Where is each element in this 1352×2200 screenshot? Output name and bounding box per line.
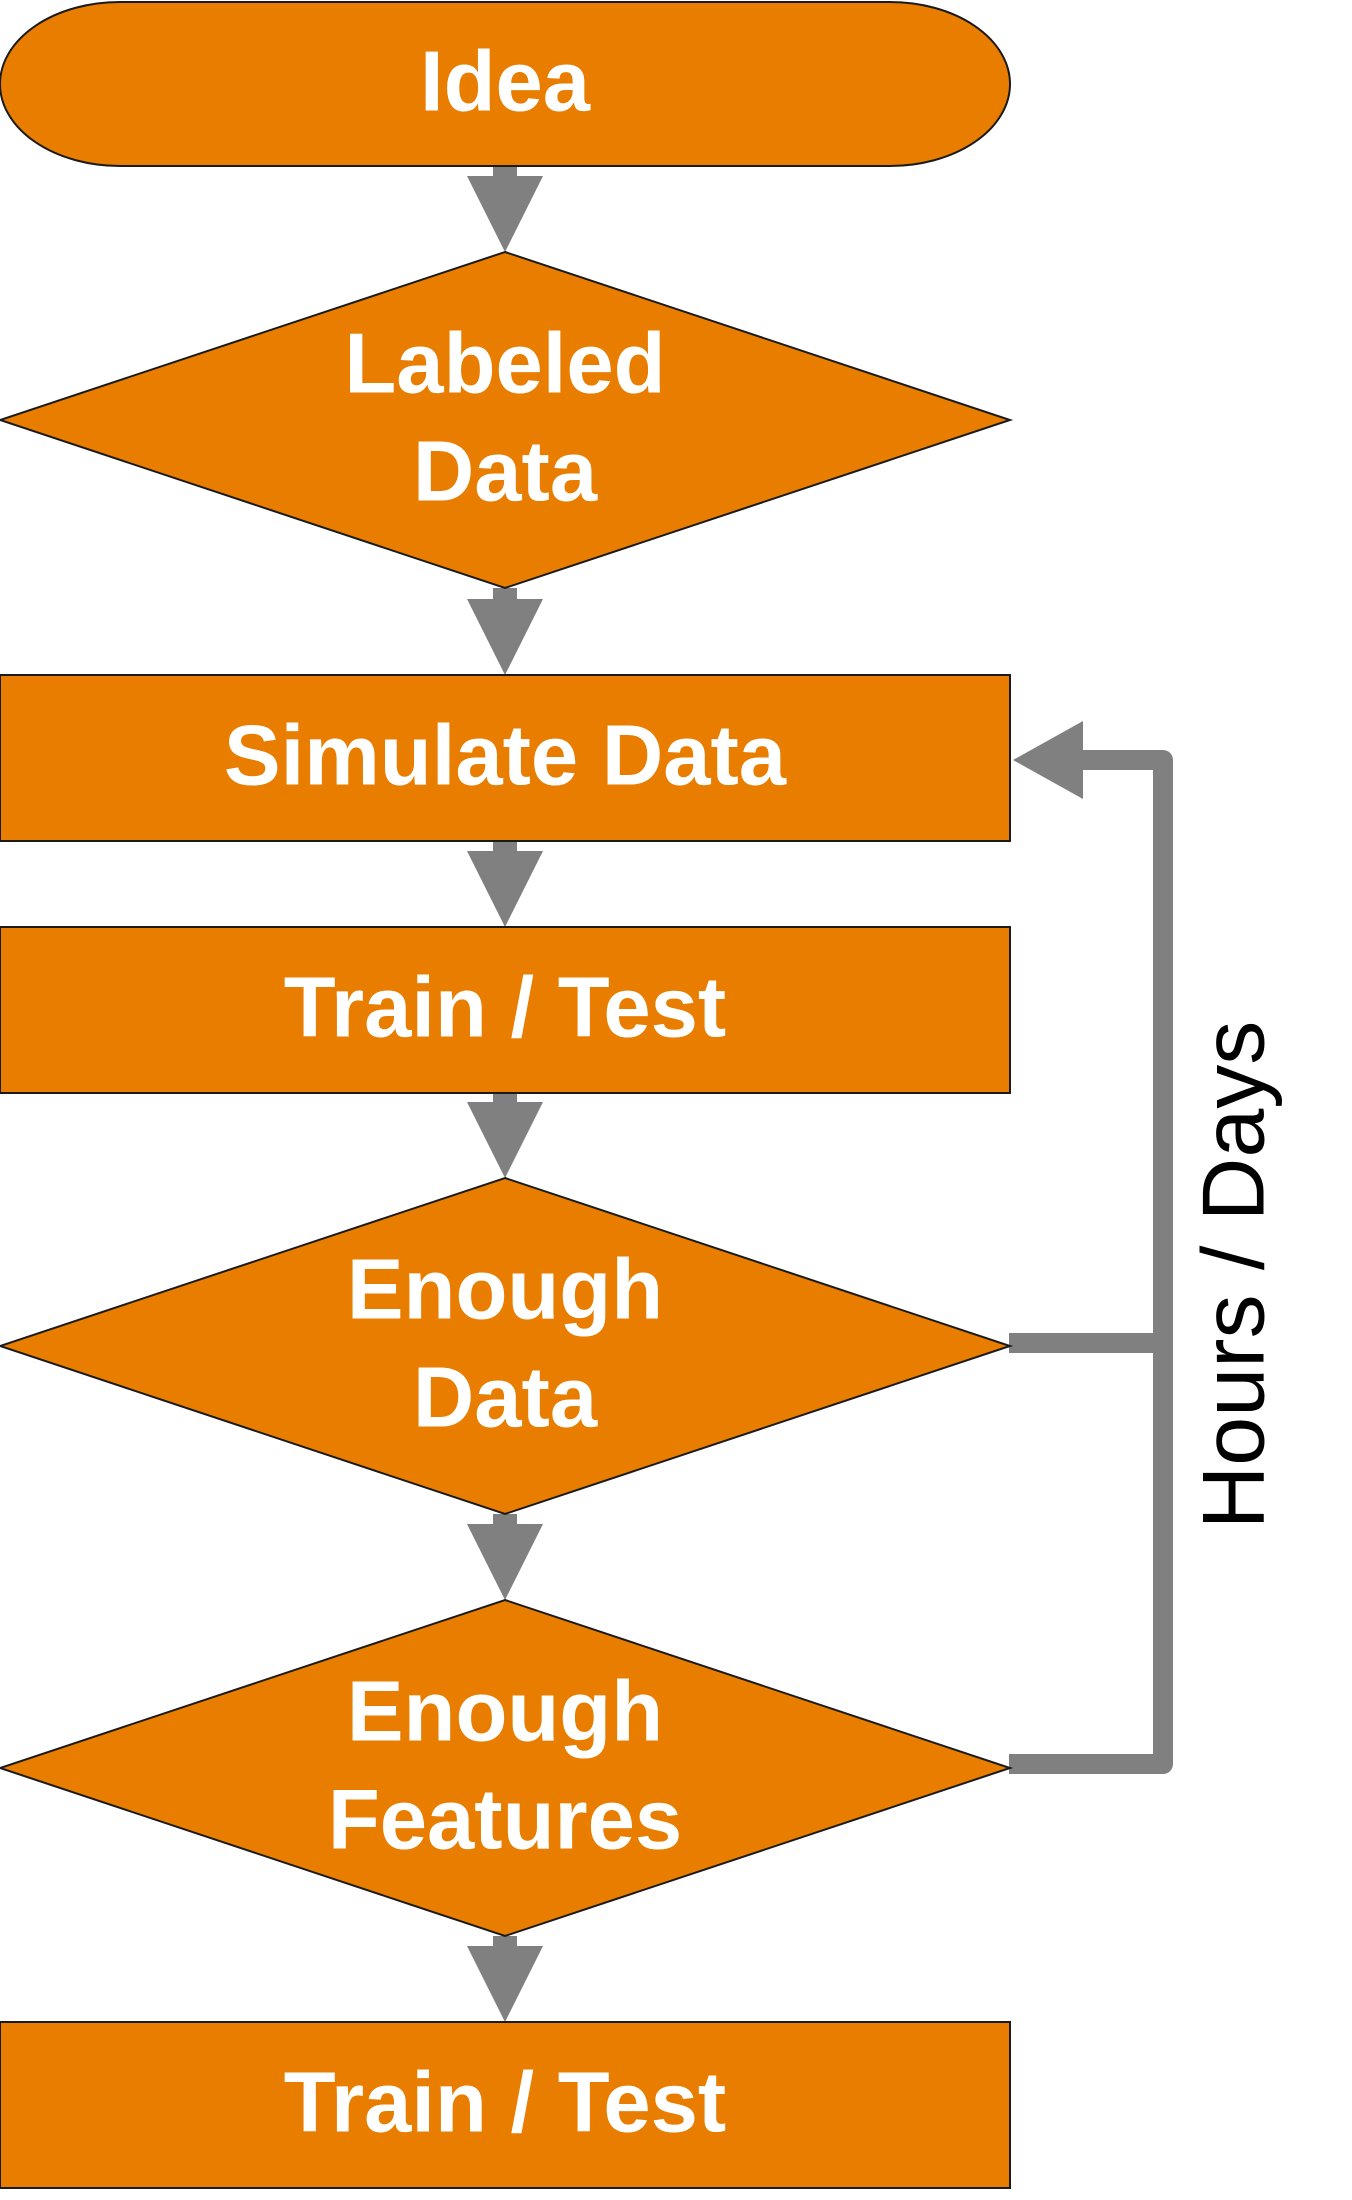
feedback-loop-line (1009, 750, 1173, 1353)
node-label: Labeled (344, 316, 665, 411)
node-simulate-data: Simulate Data (0, 674, 1011, 842)
connector-arrow (467, 166, 543, 252)
connector-arrowhead (467, 851, 543, 927)
node-label: Enough (347, 1664, 663, 1759)
connector-arrow (467, 1514, 543, 1600)
connector-arrowhead (467, 1524, 543, 1600)
feedback-loop-branch-line (1009, 1343, 1173, 1774)
feedback-loop-arrowhead (1013, 721, 1083, 799)
node-label: Data (413, 1350, 598, 1445)
connector-arrow (467, 588, 543, 675)
feedback-loop: Hours / Days (1009, 721, 1282, 1774)
connector-arrowhead (467, 1946, 543, 2022)
node-label: Features (328, 1772, 682, 1867)
connector-arrowhead (467, 1102, 543, 1178)
node-label: Enough (347, 1242, 663, 1337)
node-train-test-1: Train / Test (0, 926, 1011, 1094)
decision-shape (0, 1176, 1014, 1516)
connector-arrow (467, 841, 543, 927)
node-label: Idea (420, 34, 591, 129)
connector-arrow (467, 1093, 543, 1178)
node-label: Simulate Data (224, 708, 787, 803)
decision-shape (0, 1598, 1014, 1938)
connectors (467, 166, 543, 2022)
connector-arrowhead (467, 176, 543, 252)
node-train-test-2: Train / Test (0, 2021, 1011, 2189)
decision-shape (0, 250, 1014, 590)
loop-duration-label: Hours / Days (1183, 1021, 1282, 1530)
process-shape (0, 674, 1011, 842)
connector-arrowhead (467, 599, 543, 675)
node-label: Data (413, 424, 598, 519)
process-shape (0, 2021, 1011, 2189)
node-label: Train / Test (284, 2055, 726, 2150)
process-shape (0, 926, 1011, 1094)
connector-arrow (467, 1936, 543, 2022)
node-label: Train / Test (284, 960, 726, 1055)
node-idea: Idea (0, 1, 1011, 167)
terminal-shape (0, 1, 1011, 167)
